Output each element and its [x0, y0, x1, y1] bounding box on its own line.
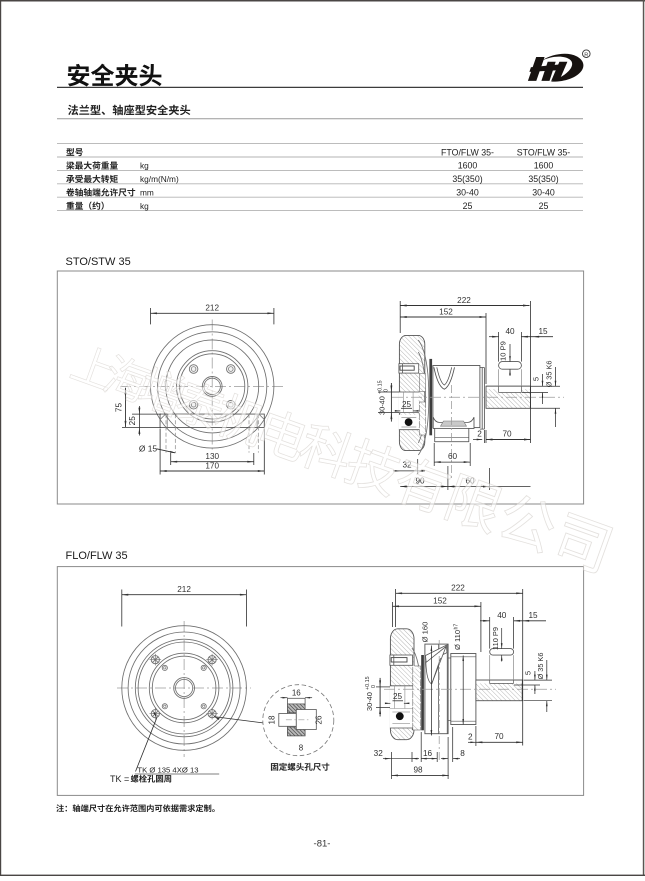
svg-text:212: 212: [205, 304, 219, 313]
svg-text:25: 25: [393, 692, 403, 701]
svg-text:1600: 1600: [458, 161, 478, 171]
svg-text:h7: h7: [453, 624, 459, 630]
svg-text:60: 60: [448, 452, 458, 461]
svg-text:kg: kg: [140, 161, 149, 171]
svg-text:35(350): 35(350): [452, 174, 482, 184]
svg-text:18: 18: [268, 715, 277, 724]
svg-text:30-40: 30-40: [378, 396, 387, 415]
svg-text:15: 15: [538, 327, 548, 336]
svg-text:2: 2: [468, 732, 473, 741]
svg-text:+0.15: +0.15: [378, 380, 384, 394]
svg-text:R: R: [584, 52, 588, 58]
svg-text:1600: 1600: [534, 161, 554, 171]
svg-text:0: 0: [383, 389, 389, 392]
svg-text:15: 15: [528, 611, 538, 620]
svg-text:0: 0: [371, 685, 377, 688]
svg-text:70: 70: [494, 732, 504, 741]
svg-text:152: 152: [433, 597, 447, 606]
svg-text:kg: kg: [140, 201, 149, 211]
svg-text:mm: mm: [140, 188, 154, 198]
svg-text:25: 25: [128, 416, 137, 426]
svg-text:170: 170: [205, 461, 219, 470]
svg-text:25: 25: [402, 400, 412, 409]
svg-text:222: 222: [457, 296, 471, 305]
svg-text:TK =: TK =: [110, 774, 129, 784]
svg-text:110 P9: 110 P9: [491, 627, 500, 650]
svg-text:8: 8: [460, 749, 465, 758]
svg-text:2: 2: [477, 429, 482, 438]
svg-text:5: 5: [532, 377, 541, 381]
svg-text:Ø 110: Ø 110: [453, 630, 462, 650]
svg-text:130: 130: [205, 452, 219, 461]
svg-text:TK Ø 135 4XØ 13: TK Ø 135 4XØ 13: [137, 765, 198, 774]
svg-text:8: 8: [299, 744, 304, 753]
svg-text:222: 222: [451, 584, 465, 593]
svg-text:212: 212: [177, 585, 191, 594]
svg-text:30-40: 30-40: [456, 188, 479, 198]
svg-text:32: 32: [374, 749, 384, 758]
svg-text:+0.15: +0.15: [365, 676, 371, 690]
svg-text:Ø 35 K6: Ø 35 K6: [536, 653, 545, 680]
svg-text:30-40: 30-40: [365, 692, 374, 711]
svg-text:98: 98: [413, 765, 423, 774]
svg-text:STO/FLW 35-: STO/FLW 35-: [517, 147, 571, 157]
svg-text:-81-: -81-: [314, 839, 331, 850]
svg-text:32: 32: [402, 461, 412, 470]
svg-text:FTO/FLW 35-: FTO/FLW 35-: [441, 147, 494, 157]
svg-text:16: 16: [423, 749, 433, 758]
svg-text:10 P9: 10 P9: [499, 341, 508, 361]
svg-text:35(350): 35(350): [528, 174, 558, 184]
svg-text:40: 40: [505, 327, 515, 336]
svg-text:16: 16: [292, 689, 301, 698]
svg-text:kg/m(N/m): kg/m(N/m): [140, 174, 179, 184]
svg-text:40: 40: [497, 611, 507, 620]
svg-text:25: 25: [539, 201, 549, 211]
svg-text:Ø 35 K6: Ø 35 K6: [545, 361, 554, 388]
svg-text:70: 70: [502, 429, 512, 438]
svg-text:5: 5: [524, 671, 533, 675]
svg-text:Ø 160: Ø 160: [421, 622, 430, 643]
svg-text:30-40: 30-40: [532, 188, 555, 198]
svg-text:FLO/FLW 35: FLO/FLW 35: [66, 550, 128, 562]
svg-text:75: 75: [115, 403, 124, 413]
svg-text:Ø 15: Ø 15: [139, 444, 157, 454]
svg-text:25: 25: [463, 201, 473, 211]
svg-text:26: 26: [314, 715, 323, 724]
svg-text:90: 90: [415, 476, 425, 485]
svg-text:STO/STW 35: STO/STW 35: [66, 256, 131, 268]
svg-text:152: 152: [439, 307, 453, 316]
